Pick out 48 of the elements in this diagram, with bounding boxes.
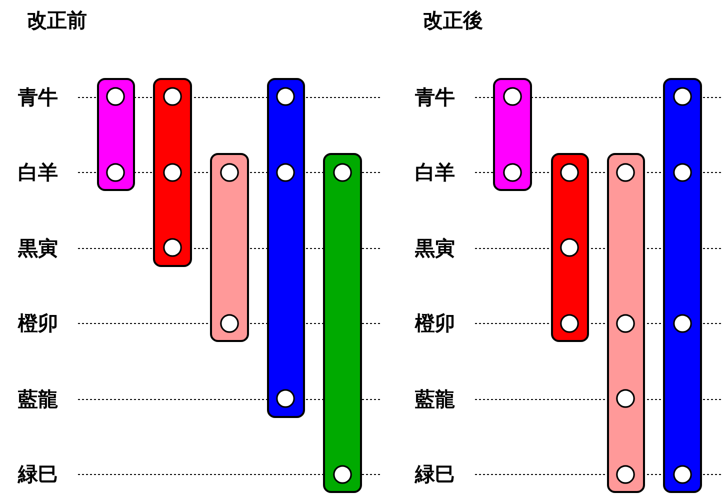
station-name: 橙卯 xyxy=(18,311,58,336)
route-bar xyxy=(266,78,306,418)
route-bar xyxy=(493,78,532,192)
stop-circle xyxy=(503,162,522,182)
station-name: 黒寅 xyxy=(415,236,455,260)
route-bar xyxy=(663,78,702,494)
panel-heading: 改正前 xyxy=(27,8,87,32)
station-name: 藍龍 xyxy=(415,386,455,411)
route-bar xyxy=(323,153,362,494)
panel-heading: 改正後 xyxy=(423,8,483,32)
stop-circle xyxy=(220,314,239,333)
route-bar xyxy=(550,153,590,342)
stop-circle xyxy=(503,87,522,106)
station-name: 橙卯 xyxy=(415,311,455,336)
station-name: 青牛 xyxy=(18,84,58,109)
station-name: 青牛 xyxy=(415,84,455,109)
stop-circle xyxy=(276,389,296,408)
stop-circle xyxy=(560,238,580,258)
station-name: 藍龍 xyxy=(18,386,58,411)
stop-circle xyxy=(106,87,126,106)
stop-circle xyxy=(163,238,182,258)
stop-circle xyxy=(673,162,692,182)
stop-circle xyxy=(673,464,692,484)
station-name: 白羊 xyxy=(18,160,58,184)
stop-circle xyxy=(560,162,580,182)
route-bar xyxy=(606,153,646,494)
stop-circle xyxy=(560,314,580,333)
stop-circle xyxy=(163,87,182,106)
stop-circle xyxy=(276,162,296,182)
route-bar xyxy=(153,78,192,267)
stop-circle xyxy=(163,162,182,182)
stop-circle xyxy=(616,464,636,484)
stop-circle xyxy=(616,162,636,182)
station-name: 緑巳 xyxy=(415,462,455,486)
stop-circle xyxy=(333,464,352,484)
stop-circle xyxy=(673,87,692,106)
stop-circle xyxy=(616,314,636,333)
route-bar xyxy=(210,153,248,342)
station-name: 黒寅 xyxy=(18,236,58,260)
stop-circle xyxy=(333,162,352,182)
stop-circle xyxy=(673,314,692,333)
stop-circle xyxy=(220,162,239,182)
station-name: 白羊 xyxy=(415,160,455,184)
station-name: 緑巳 xyxy=(18,462,58,486)
stop-circle xyxy=(106,162,126,182)
route-bar xyxy=(96,78,136,192)
stop-circle xyxy=(276,87,296,106)
stop-circle xyxy=(616,389,636,408)
